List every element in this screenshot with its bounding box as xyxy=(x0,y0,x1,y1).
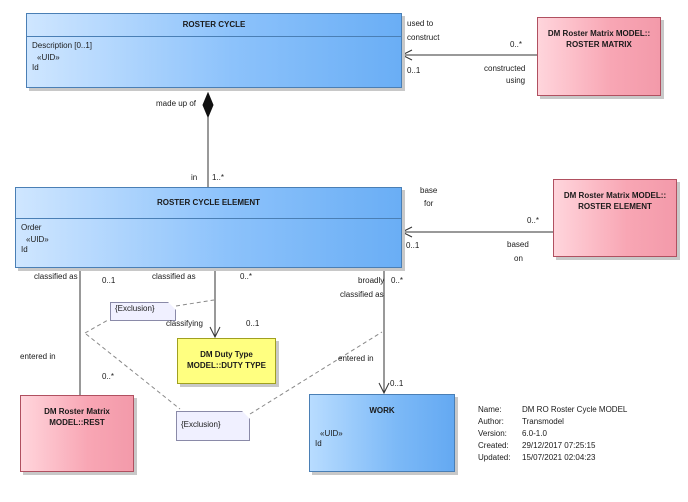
label-in: in xyxy=(191,173,198,182)
label-entered-in: entered in xyxy=(338,354,374,363)
class-id: Id xyxy=(32,63,39,72)
class-duty-type[interactable]: DM Duty Type MODEL::DUTY TYPE xyxy=(177,338,276,384)
class-line2: ROSTER MATRIX xyxy=(566,40,632,49)
class-work[interactable]: WORK «UID» Id xyxy=(309,394,455,472)
label-classified-as: classified as xyxy=(340,290,384,299)
class-id: Id xyxy=(21,245,28,254)
class-stereotype: «UID» xyxy=(320,429,343,438)
class-title: ROSTER CYCLE xyxy=(27,14,401,37)
property-value: 15/07/2021 02:04:23 xyxy=(522,453,596,462)
multiplicity: 0..* xyxy=(240,272,253,281)
property-key: Created: xyxy=(478,441,509,450)
class-stereotype: «UID» xyxy=(26,235,49,244)
label-classified-as: classified as xyxy=(152,272,196,281)
class-line1: DM Roster Matrix MODEL:: xyxy=(563,191,667,200)
label-construct: construct xyxy=(407,33,440,42)
class-title: WORK xyxy=(369,406,395,415)
property-value: 6.0-1.0 xyxy=(522,429,547,438)
class-stereotype: «UID» xyxy=(37,53,60,62)
multiplicity: 0..* xyxy=(391,276,404,285)
label-based: based xyxy=(507,240,529,249)
label-broadly: broadly xyxy=(358,276,385,285)
class-line1: DM Roster Matrix MODEL:: xyxy=(547,29,651,38)
property-value: Transmodel xyxy=(522,417,564,426)
multiplicity: 0..1 xyxy=(407,66,421,75)
class-attribute: Description [0..1] xyxy=(32,41,93,50)
class-line1: DM Roster Matrix xyxy=(44,407,110,416)
label-used-to: used to xyxy=(407,19,434,28)
label-using: using xyxy=(506,76,526,85)
label-on: on xyxy=(514,254,523,263)
multiplicity: 0..1 xyxy=(406,241,420,250)
multiplicity: 0..* xyxy=(102,372,115,381)
composition-diamond xyxy=(202,91,214,119)
label-for: for xyxy=(424,199,434,208)
class-attribute: Order xyxy=(21,223,42,232)
multiplicity: 0..* xyxy=(527,216,540,225)
property-row: Version: 6.0-1.0 xyxy=(478,428,627,440)
class-line2: MODEL::REST xyxy=(49,418,105,427)
property-value: 29/12/2017 07:25:15 xyxy=(522,441,596,450)
diagram-properties: Name: DM RO Roster Cycle MODEL Author: Tra… xyxy=(478,404,627,464)
note-exclusion-1[interactable]: {Exclusion} xyxy=(110,302,176,321)
property-row: Created: 29/12/2017 07:25:15 xyxy=(478,440,627,452)
class-roster-cycle[interactable]: ROSTER CYCLE Description [0..1] «UID» Id xyxy=(26,13,402,88)
multiplicity: 0..1 xyxy=(246,319,260,328)
label-classifying: classifying xyxy=(166,319,203,328)
multiplicity: 1..* xyxy=(212,173,225,182)
label-classified-as: classified as xyxy=(34,272,78,281)
label-base: base xyxy=(420,186,438,195)
label-made-up-of: made up of xyxy=(156,99,197,108)
class-roster-cycle-element[interactable]: ROSTER CYCLE ELEMENT Order «UID» Id xyxy=(15,187,402,268)
class-line1: DM Duty Type xyxy=(200,350,253,359)
note-exclusion-2[interactable]: {Exclusion} xyxy=(176,411,250,441)
property-key: Version: xyxy=(478,429,507,438)
class-roster-matrix[interactable]: DM Roster Matrix MODEL:: ROSTER MATRIX xyxy=(537,17,661,96)
property-key: Name: xyxy=(478,405,502,414)
property-row: Author: Transmodel xyxy=(478,416,627,428)
multiplicity: 0..1 xyxy=(102,276,116,285)
multiplicity: 0..* xyxy=(510,40,523,49)
class-title: ROSTER CYCLE ELEMENT xyxy=(16,188,401,219)
class-line2: ROSTER ELEMENT xyxy=(578,202,652,211)
label-constructed: constructed xyxy=(484,64,526,73)
property-key: Author: xyxy=(478,417,504,426)
class-rest[interactable]: DM Roster Matrix MODEL::REST xyxy=(20,395,134,472)
class-line2: MODEL::DUTY TYPE xyxy=(187,361,266,370)
label-entered-in: entered in xyxy=(20,352,56,361)
property-key: Updated: xyxy=(478,453,511,462)
multiplicity: 0..1 xyxy=(390,379,404,388)
property-row: Name: DM RO Roster Cycle MODEL xyxy=(478,404,627,416)
class-id: Id xyxy=(315,439,322,448)
property-value: DM RO Roster Cycle MODEL xyxy=(522,405,628,414)
property-row: Updated: 15/07/2021 02:04:23 xyxy=(478,452,627,464)
class-roster-element[interactable]: DM Roster Matrix MODEL:: ROSTER ELEMENT xyxy=(553,179,677,257)
